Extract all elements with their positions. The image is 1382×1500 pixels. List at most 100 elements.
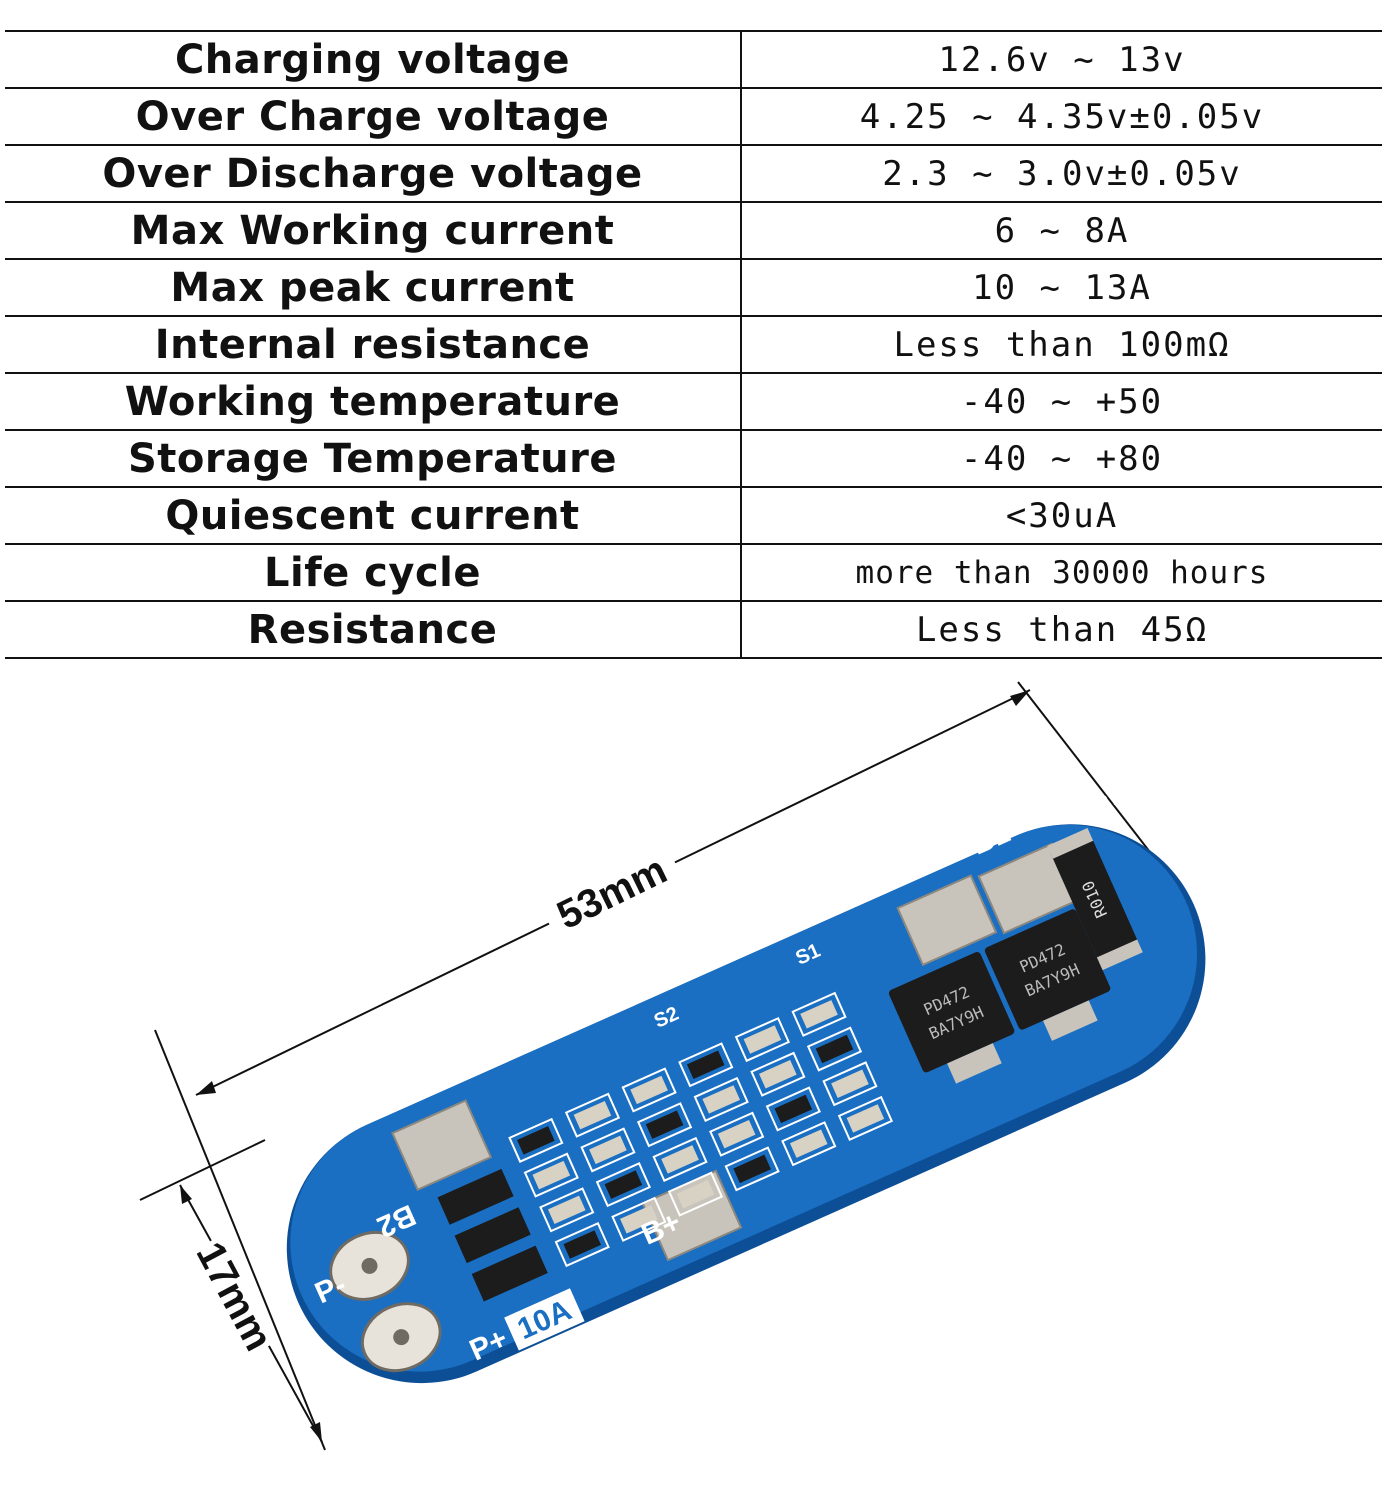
smd-resistor: [800, 1000, 838, 1029]
mosfet-1: PD472 BA7Y9H: [888, 952, 1015, 1084]
spec-value: -40 ~ +80: [741, 429, 1382, 488]
spec-param: Working temperature: [5, 372, 742, 431]
smd-resistor: [759, 1060, 797, 1089]
smd-outline: [539, 1187, 595, 1233]
smd-outline: [791, 991, 847, 1037]
smd-resistor: [547, 1195, 586, 1225]
protection-ic: [471, 1245, 548, 1302]
width-arrow-bottom: [310, 1422, 322, 1442]
smd-outline: [837, 1095, 894, 1142]
spec-value: 4.25 ~ 4.35v±0.05v: [741, 87, 1382, 146]
spec-value: <30uA: [741, 486, 1382, 545]
pcb-diagram: 53mm 17mm PD472 BA7Y9H: [139, 681, 1206, 1451]
smd-outline: [564, 1092, 621, 1138]
smd-resistor: [743, 1025, 782, 1054]
smd-resistor: [620, 1205, 658, 1234]
length-arrow-right: [1010, 690, 1030, 706]
smd-transistor: [645, 1110, 684, 1139]
length-arrow-left: [196, 1081, 216, 1095]
protection-ic: [454, 1207, 531, 1264]
spec-param: Resistance: [5, 600, 742, 659]
label-b-minus: B-: [1085, 783, 1127, 826]
left-extension-line: [154, 1029, 326, 1451]
width-label: 17mm: [188, 1235, 281, 1358]
smd-outline: [652, 1136, 708, 1182]
smd-outline: [709, 1111, 765, 1157]
spec-param: Max peak current: [5, 258, 742, 317]
smd-outline: [595, 1162, 652, 1208]
smd-transistor: [815, 1034, 854, 1064]
spec-value: more than 30000 hours: [741, 543, 1382, 602]
shunt-resistor: R010: [1047, 828, 1143, 971]
spec-param: Max Working current: [5, 201, 742, 260]
smd-outline: [621, 1067, 677, 1113]
spec-param: Life cycle: [5, 543, 742, 602]
via-p-minus: [361, 1257, 378, 1274]
smd-outline: [580, 1127, 636, 1173]
smd-resistor: [831, 1069, 869, 1098]
pad-b1: [896, 874, 998, 967]
mosfet-2-body: [984, 909, 1111, 1030]
smd-transistor: [517, 1126, 555, 1155]
smd-outline: [781, 1121, 837, 1167]
smd-outline: [750, 1051, 806, 1097]
spec-value: -40 ~ +50: [741, 372, 1382, 431]
via-p-plus: [393, 1329, 410, 1346]
shunt-resistor-cap-bottom: [1096, 939, 1143, 971]
smd-outline: [667, 1171, 724, 1217]
spec-value: Less than 45Ω: [741, 600, 1382, 659]
smd-transistor: [774, 1094, 813, 1124]
pad-b2: [391, 1099, 493, 1192]
smd-transistor: [563, 1230, 601, 1259]
smd-outline: [693, 1076, 749, 1123]
smd-outline: [765, 1086, 821, 1132]
spec-param: Charging voltage: [5, 30, 742, 89]
length-label-bg: [540, 844, 684, 942]
smd-transistor: [733, 1154, 771, 1184]
spec-row: Storage Temperature-40 ~ +80: [5, 429, 1382, 488]
smd-resistor: [676, 1179, 715, 1209]
smd-resistor: [573, 1100, 612, 1130]
spec-row: Working temperature-40 ~ +50: [5, 372, 1382, 431]
mosfet-1-body: [888, 952, 1015, 1073]
smd-resistor: [589, 1135, 627, 1165]
length-label: 53mm: [550, 848, 673, 938]
spec-param: Internal resistance: [5, 315, 742, 374]
spec-row: Quiescent current<30uA: [5, 486, 1382, 545]
shunt-resistor-body: [1050, 835, 1140, 963]
pcb-board: PD472 BA7Y9H PD472 BA7Y9H R010 B2 B+ B1 …: [286, 783, 1206, 1384]
rating-badge: [504, 1288, 585, 1351]
mosfet-2: PD472 BA7Y9H: [984, 909, 1111, 1041]
smd-resistor: [532, 1160, 571, 1190]
smd-resistor: [789, 1129, 828, 1158]
spec-param: Storage Temperature: [5, 429, 742, 488]
protection-ic: [437, 1168, 514, 1225]
smd-components: [437, 991, 894, 1302]
smd-resistor: [630, 1075, 668, 1105]
smd-outline: [806, 1026, 863, 1072]
width-arrow-top: [180, 1185, 192, 1204]
smd-outline: [636, 1102, 693, 1148]
mosfet-1-tab: [947, 1043, 1002, 1084]
spec-param: Quiescent current: [5, 486, 742, 545]
smd-transistor: [686, 1050, 725, 1079]
smd-outline: [678, 1042, 734, 1088]
width-extension-line: [139, 1139, 266, 1201]
smd-outline: [611, 1196, 667, 1242]
spec-param: Over Discharge voltage: [5, 144, 742, 203]
smd-resistor: [846, 1104, 885, 1133]
smd-outline: [508, 1117, 564, 1163]
smd-resistor: [702, 1085, 741, 1114]
smd-outline: [822, 1061, 878, 1107]
smd-outline: [523, 1152, 579, 1198]
spec-value: 6 ~ 8A: [741, 201, 1382, 260]
